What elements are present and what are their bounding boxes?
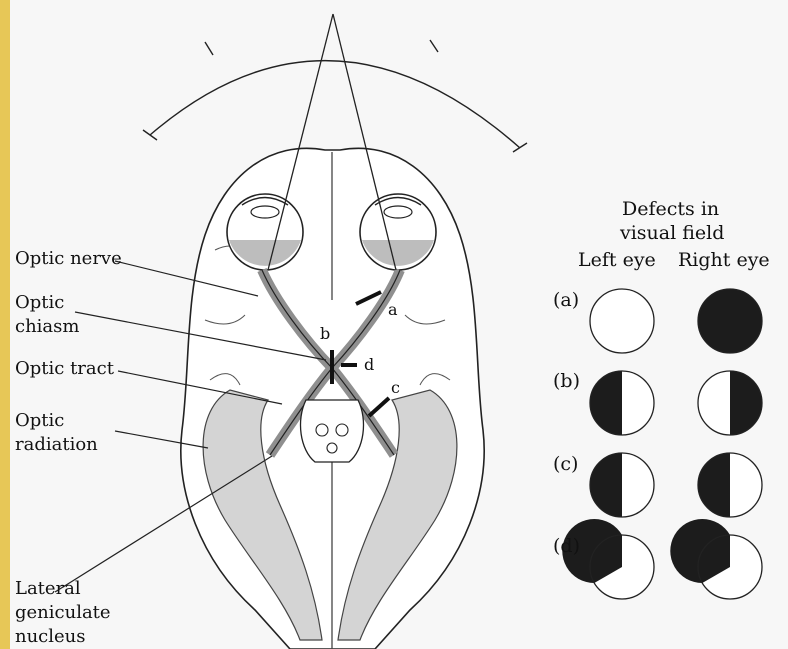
defect-circle-left-a bbox=[589, 288, 655, 354]
label-lgn-line3: nucleus bbox=[15, 626, 86, 647]
lesion-letter-c: c bbox=[391, 378, 400, 397]
defect-circle-right-c bbox=[697, 452, 763, 518]
label-optic-chiasm-line1: Optic bbox=[15, 292, 65, 313]
defect-circle-right-d bbox=[670, 519, 763, 600]
defect-row-label-d: (d) bbox=[553, 535, 580, 557]
label-lgn-line2: geniculate bbox=[15, 602, 111, 623]
defect-circle-left-b bbox=[589, 370, 655, 436]
lesion-letter-b: b bbox=[320, 324, 331, 343]
lesion-c-bar bbox=[367, 396, 391, 418]
visual-field-arc-tick-topright bbox=[429, 39, 439, 53]
defects-left-eye-header: Left eye bbox=[578, 249, 656, 271]
optic-radiation-right bbox=[337, 389, 458, 641]
label-optic-radiation-line1: Optic bbox=[15, 410, 65, 431]
leader-optic-nerve bbox=[114, 260, 259, 297]
defect-row-label-a: (a) bbox=[553, 289, 580, 311]
leader-optic-chiasm bbox=[74, 311, 327, 361]
defects-title-line1: Defects in bbox=[622, 198, 720, 220]
defect-row-label-c: (c) bbox=[553, 453, 579, 475]
left-margin-stripe bbox=[0, 0, 10, 649]
label-optic-tract: Optic tract bbox=[15, 358, 114, 379]
visual-field-arc-tick-topleft bbox=[204, 41, 214, 56]
visual-field-arc-tick-left bbox=[142, 129, 158, 141]
lesion-a-bar bbox=[355, 290, 382, 306]
label-optic-nerve: Optic nerve bbox=[15, 248, 122, 269]
defect-circle-right-a bbox=[697, 288, 763, 354]
right-eye-globe bbox=[359, 193, 437, 271]
sightline-left bbox=[267, 13, 334, 271]
optic-radiation-left bbox=[202, 389, 323, 641]
defect-circle-left-d bbox=[562, 519, 655, 600]
defects-title-line2: visual field bbox=[620, 222, 725, 244]
midbrain-outline bbox=[299, 399, 365, 463]
visual-field-arc bbox=[149, 60, 521, 149]
lesion-letter-d: d bbox=[364, 355, 375, 374]
left-eye-globe bbox=[226, 193, 304, 271]
defect-circle-left-c bbox=[589, 452, 655, 518]
defect-row-label-b: (b) bbox=[553, 370, 580, 392]
label-lgn-line1: Lateral bbox=[15, 578, 81, 599]
defect-circle-right-b bbox=[697, 370, 763, 436]
leader-optic-tract bbox=[117, 370, 283, 405]
lesion-letter-a: a bbox=[388, 300, 398, 319]
visual-field-arc-tick-right bbox=[512, 142, 528, 153]
label-optic-radiation-line2: radiation bbox=[15, 434, 98, 455]
leader-lgn bbox=[54, 455, 273, 593]
defects-right-eye-header: Right eye bbox=[678, 249, 770, 271]
label-optic-chiasm-line2: chiasm bbox=[15, 316, 80, 337]
leader-optic-radiation bbox=[114, 430, 209, 449]
sightline-right bbox=[332, 13, 397, 271]
